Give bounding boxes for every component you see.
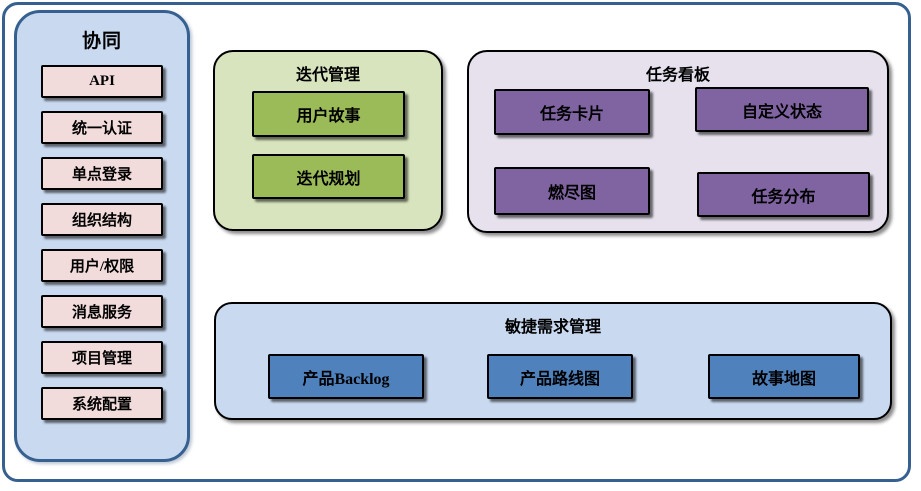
node-product-backlog: 产品Backlog bbox=[268, 354, 424, 399]
sidebar-item-org-structure: 组织结构 bbox=[41, 203, 163, 236]
node-user-story: 用户故事 bbox=[252, 91, 405, 137]
sidebar-item-api: API bbox=[41, 65, 163, 98]
node-task-distribution: 任务分布 bbox=[697, 172, 870, 217]
section-title-agile-requirements: 敏捷需求管理 bbox=[504, 319, 601, 336]
node-story-map: 故事地图 bbox=[708, 354, 860, 399]
section-agile-requirements: 敏捷需求管理 产品Backlog 产品路线图 故事地图 bbox=[214, 302, 892, 420]
node-iteration-planning: 迭代规划 bbox=[252, 154, 405, 199]
section-iteration-management: 迭代管理 用户故事 迭代规划 bbox=[213, 50, 443, 231]
section-task-board: 任务看板 任务卡片 自定义状态 燃尽图 任务分布 bbox=[467, 50, 889, 233]
sidebar-item-unified-auth: 统一认证 bbox=[41, 111, 163, 144]
sidebar-items: API 统一认证 单点登录 组织结构 用户/权限 消息服务 项目管理 系统配置 bbox=[41, 65, 163, 420]
sidebar-item-project-management: 项目管理 bbox=[41, 341, 163, 374]
node-task-card: 任务卡片 bbox=[494, 89, 650, 135]
sidebar-item-sso: 单点登录 bbox=[41, 157, 163, 190]
sidebar-item-message-service: 消息服务 bbox=[41, 295, 163, 328]
node-burndown-chart: 燃尽图 bbox=[494, 167, 650, 215]
node-custom-status: 自定义状态 bbox=[695, 87, 869, 132]
section-title-iteration: 迭代管理 bbox=[295, 67, 360, 84]
section-title-task-board: 任务看板 bbox=[645, 67, 710, 84]
sidebar-collaboration: 协同 API 统一认证 单点登录 组织结构 用户/权限 消息服务 项目管理 系统… bbox=[14, 10, 190, 462]
sidebar-item-user-permission: 用户/权限 bbox=[41, 249, 163, 282]
sidebar-title: 协同 bbox=[81, 31, 122, 52]
node-product-roadmap: 产品路线图 bbox=[487, 354, 633, 399]
sidebar-item-system-config: 系统配置 bbox=[41, 387, 163, 420]
